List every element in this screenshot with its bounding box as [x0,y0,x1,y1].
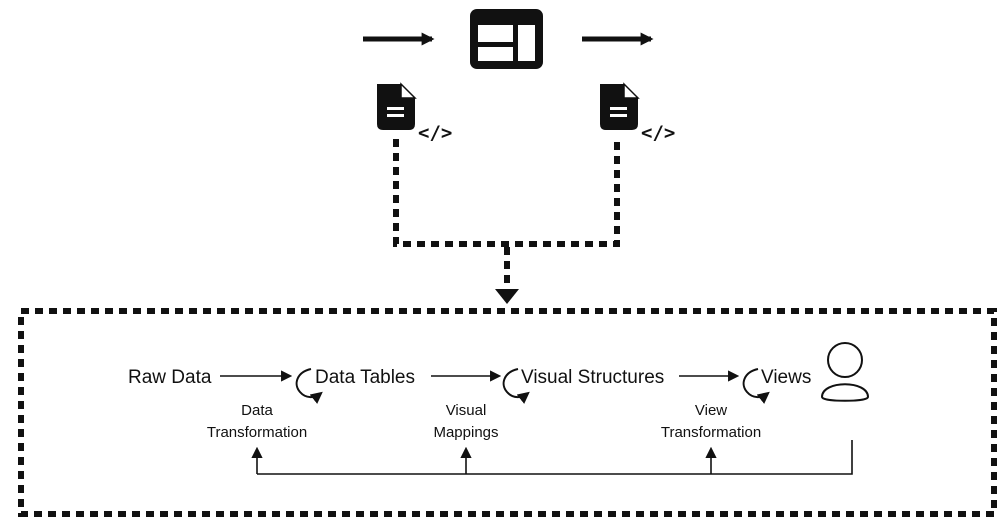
input-code-document-icon [377,82,417,130]
output-code-document-icon [600,82,640,130]
pipeline-container [18,308,997,517]
stage-visual-structures: Visual Structures [521,367,664,388]
stage-raw-data: Raw Data [128,367,212,388]
transform-data-line2: Transformation [207,424,307,441]
window-layout-icon [470,9,543,69]
cycle-arrow-icon [742,368,770,404]
transform-visual-line1: Visual [446,402,487,419]
user-icon [820,342,870,402]
transform-view-line2: Transformation [661,424,761,441]
transform-data-line1: Data [241,402,273,419]
cycle-arrow-icon [502,368,530,404]
dotted-connector-arrowhead [495,289,519,304]
transform-visual-line2: Mappings [433,424,498,441]
output-code-tag: </> [641,122,675,144]
dotted-connector [393,139,620,247]
input-code-tag: </> [418,122,452,144]
stage-views: Views [761,367,811,388]
stage-data-tables: Data Tables [315,367,415,388]
feedback-loop [257,440,853,475]
cycle-arrow-icon [295,368,323,404]
transform-view-line1: View [695,402,727,419]
